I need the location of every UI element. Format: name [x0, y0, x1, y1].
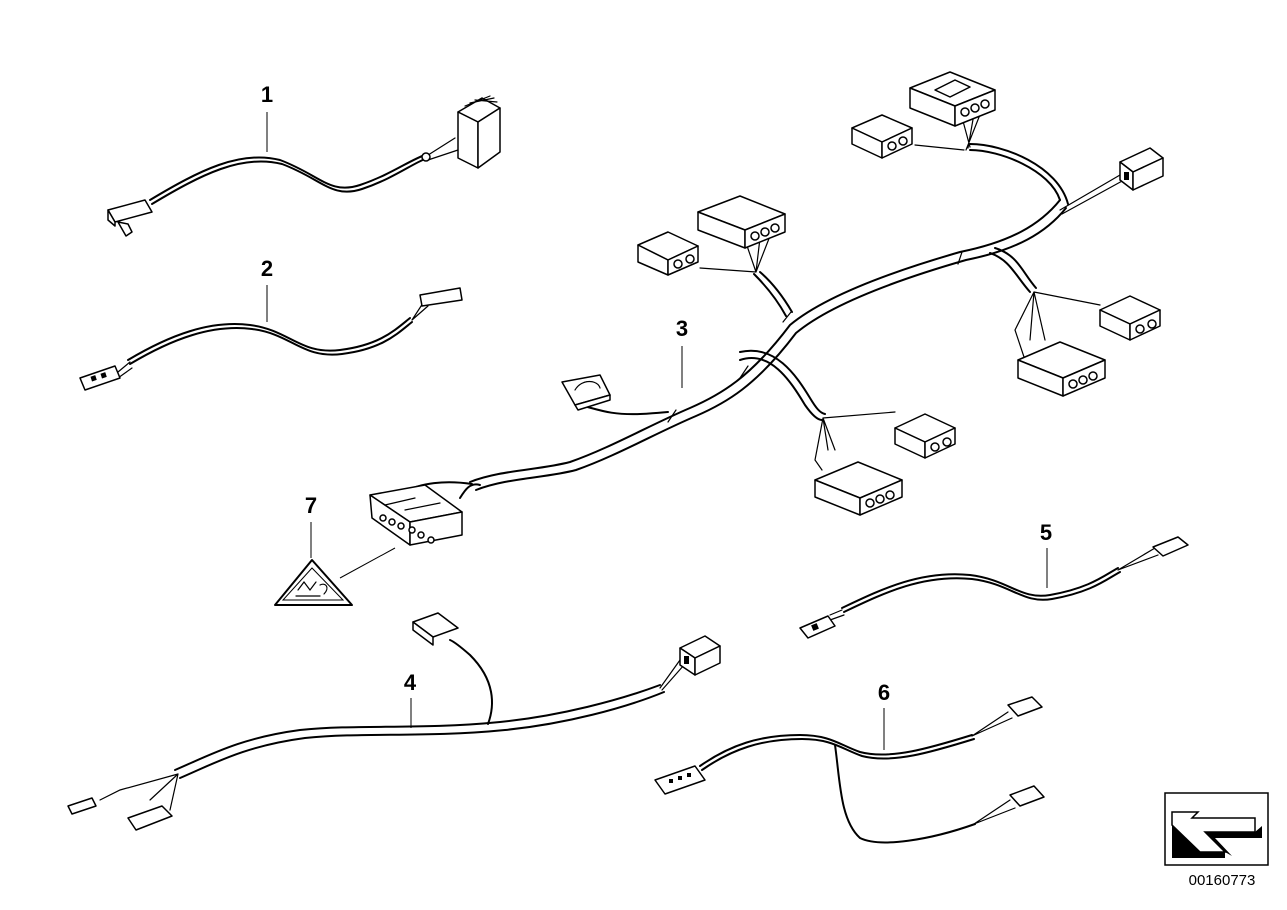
callout-1: 1: [261, 82, 273, 107]
callout-7: 7: [305, 493, 317, 518]
callout-2: 2: [261, 256, 273, 281]
callout-3: 3: [676, 316, 688, 341]
callout-4: 4: [404, 670, 417, 695]
leader-lines: [266, 112, 1048, 750]
part-4-wire-harness: [67, 612, 721, 831]
callout-6: 6: [878, 680, 890, 705]
arrow-direction-icon: [1164, 792, 1269, 866]
part-5-wire-harness: [799, 536, 1189, 639]
reference-number: 00160773: [1189, 872, 1256, 889]
warning-triangle-icon: [274, 559, 353, 606]
callout-5: 5: [1040, 520, 1052, 545]
part-6-wire-harness: [654, 696, 1045, 844]
part-1-wire-harness: [107, 95, 501, 237]
callout-labels: 1 2 3 4 5 6 7: [261, 82, 1052, 705]
part-3-seat-wiring-harness: [369, 71, 1164, 546]
part-2-wire-harness: [79, 287, 463, 391]
